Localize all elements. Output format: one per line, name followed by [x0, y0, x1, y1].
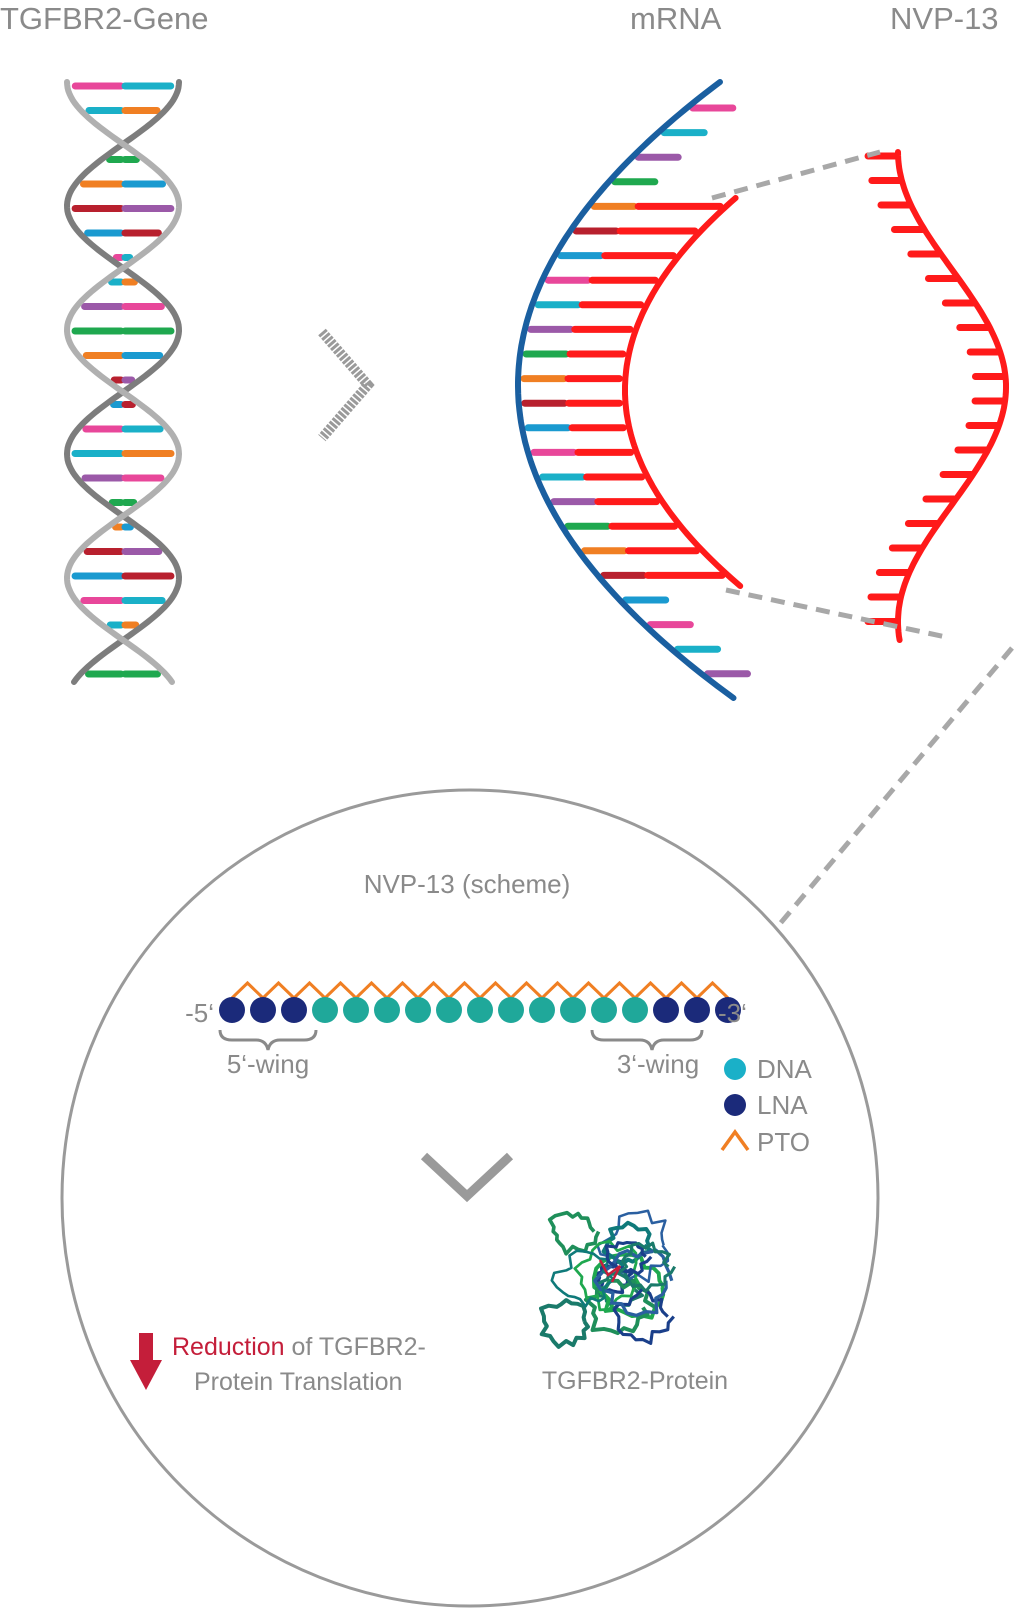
dna-backbone-a — [63, 79, 183, 685]
chevron-right-icon — [318, 328, 375, 442]
dna-nucleotide — [312, 997, 338, 1023]
lna-nucleotide — [250, 997, 276, 1023]
dna-double-helix — [63, 79, 183, 685]
protein-label: TGFBR2-Protein — [542, 1367, 728, 1395]
lna-nucleotide — [684, 997, 710, 1023]
lna-nucleotide — [281, 997, 307, 1023]
protein-structure-icon — [539, 1209, 677, 1349]
reduction-rest: of TGFBR2- — [285, 1333, 426, 1361]
protein-loop — [616, 1241, 677, 1294]
legend-dna-dot — [724, 1058, 746, 1080]
oligo-nucleotides — [219, 997, 741, 1023]
legend-dna-label: DNA — [757, 1054, 813, 1084]
mrna-header: mRNA — [630, 1, 722, 36]
dna-nucleotide — [591, 997, 617, 1023]
protein-loop — [539, 1298, 590, 1349]
protein-loop — [550, 1249, 616, 1308]
dna-nucleotide — [529, 997, 555, 1023]
drug-header: NVP-13 — [890, 1, 999, 36]
dna-nucleotide — [436, 997, 462, 1023]
dna-backbone-b — [63, 79, 183, 685]
wing-3-label: 3‘-wing — [617, 1049, 699, 1079]
wing-5-brace — [218, 1029, 318, 1051]
wing-3-brace — [590, 1029, 704, 1051]
dna-nucleotide — [405, 997, 431, 1023]
lna-nucleotide — [715, 997, 741, 1023]
down-arrow-icon — [130, 1333, 162, 1390]
zoom-line-top — [711, 149, 881, 201]
scheme-title: NVP-13 (scheme) — [364, 869, 571, 899]
legend-pto-caret-icon — [720, 1129, 750, 1152]
chevron-down-icon — [420, 1152, 514, 1203]
nvp13-backbone — [895, 149, 1009, 643]
protein-loop — [591, 1252, 666, 1320]
lna-nucleotide — [653, 997, 679, 1023]
dna-nucleotide — [343, 997, 369, 1023]
reduction-line-2: Protein Translation — [194, 1368, 402, 1396]
wing-5-label: 5‘-wing — [227, 1049, 309, 1079]
lna-nucleotide — [219, 997, 245, 1023]
dna-nucleotide — [560, 997, 586, 1023]
protein-active-site — [598, 1259, 622, 1283]
protein-loop — [612, 1287, 675, 1345]
zoom-line-circle — [771, 646, 1014, 934]
dna-nucleotide — [622, 997, 648, 1023]
end-5-label: -5‘ — [185, 998, 214, 1028]
end-3-label: -3‘ — [718, 998, 747, 1028]
mrna-backbone — [515, 79, 737, 701]
nvp13-strand — [864, 149, 1009, 643]
gene-header: TGFBR2-Gene — [0, 1, 208, 36]
dna-nucleotide — [498, 997, 524, 1023]
dna-nucleotide — [467, 997, 493, 1023]
protein-loop — [573, 1239, 641, 1312]
reduction-highlight: Reduction — [172, 1333, 285, 1361]
legend-pto-label: PTO — [757, 1127, 810, 1157]
legend-lna-label: LNA — [757, 1090, 808, 1120]
mrna-strand — [515, 79, 751, 701]
zoom-line-bottom — [725, 587, 947, 640]
reduction-text: Reduction of TGFBR2- — [172, 1333, 426, 1361]
drug-backbone-bound — [622, 195, 744, 589]
dna-nucleotide — [374, 997, 400, 1023]
legend-lna-dot — [724, 1094, 746, 1116]
